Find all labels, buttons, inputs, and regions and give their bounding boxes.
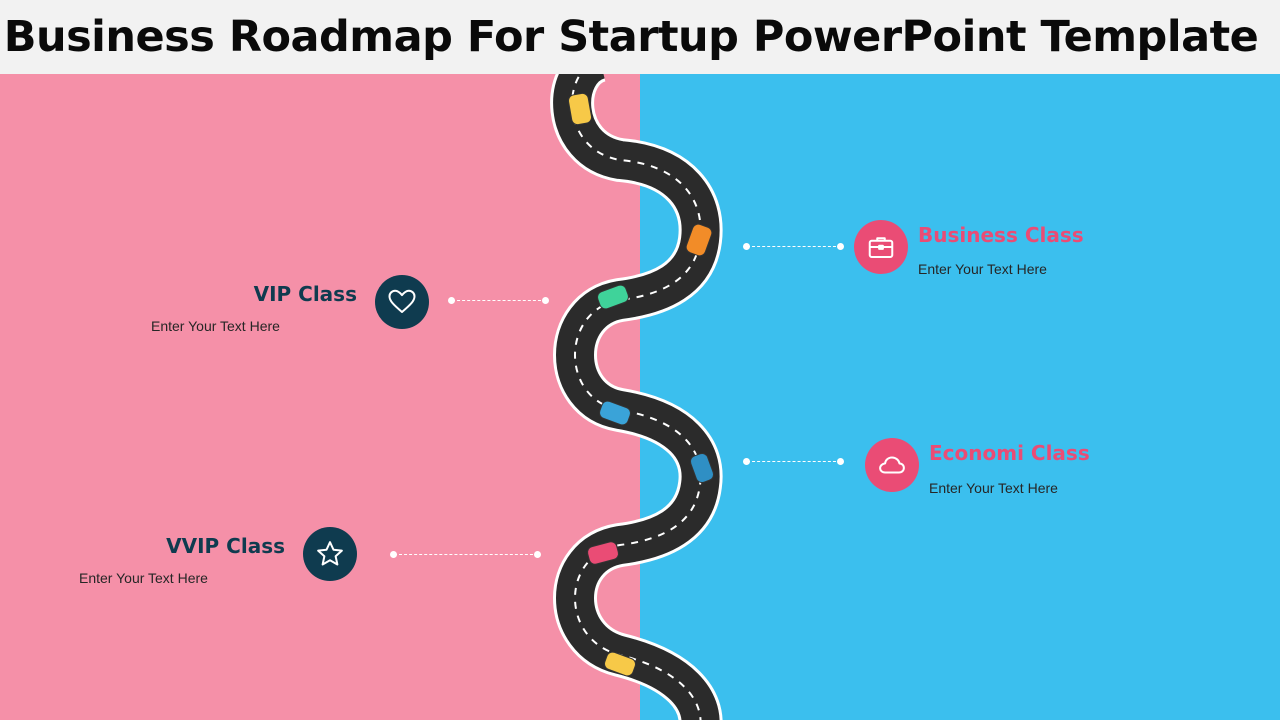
vip-text: Enter Your Text Here — [151, 318, 280, 334]
business-connector-dot-end — [837, 243, 844, 250]
economi-connector-dot-end — [837, 458, 844, 465]
heart-icon — [388, 289, 416, 313]
car-green-icon — [597, 284, 629, 310]
vvip-connector — [394, 554, 538, 555]
business-connector — [747, 246, 841, 247]
briefcase-icon — [868, 237, 894, 258]
vvip-node — [303, 527, 357, 581]
left-panel — [0, 74, 640, 720]
car-blue-small-icon — [689, 452, 715, 484]
business-connector-dot-start — [743, 243, 750, 250]
vip-node — [375, 275, 429, 329]
star-icon — [317, 541, 343, 566]
business-title: Business Class — [918, 223, 1084, 247]
economi-node — [865, 438, 919, 492]
business-node — [854, 220, 908, 274]
page-title: Business Roadmap For Startup PowerPoint … — [3, 12, 1259, 62]
car-yellow-bottom-icon — [604, 651, 636, 677]
car-orange-icon — [685, 223, 713, 257]
economi-title: Economi Class — [929, 441, 1090, 465]
vip-connector-dot-end — [542, 297, 549, 304]
vvip-text: Enter Your Text Here — [79, 570, 208, 586]
title-bar: Business Roadmap For Startup PowerPoint … — [0, 0, 1262, 74]
cloud-icon — [879, 456, 905, 474]
vip-connector — [452, 300, 546, 301]
economi-connector-dot-start — [743, 458, 750, 465]
vvip-title: VVIP Class — [166, 534, 285, 558]
economi-connector — [747, 461, 841, 462]
vvip-connector-dot-end — [534, 551, 541, 558]
economi-text: Enter Your Text Here — [929, 480, 1058, 496]
car-blue-icon — [599, 400, 631, 426]
vip-connector-dot-start — [448, 297, 455, 304]
car-pink-icon — [587, 541, 619, 565]
vip-title: VIP Class — [253, 282, 357, 306]
right-panel — [640, 74, 1280, 720]
vvip-connector-dot-start — [390, 551, 397, 558]
car-yellow-top-icon — [567, 92, 593, 126]
road-center-line — [571, 59, 702, 720]
business-text: Enter Your Text Here — [918, 261, 1047, 277]
